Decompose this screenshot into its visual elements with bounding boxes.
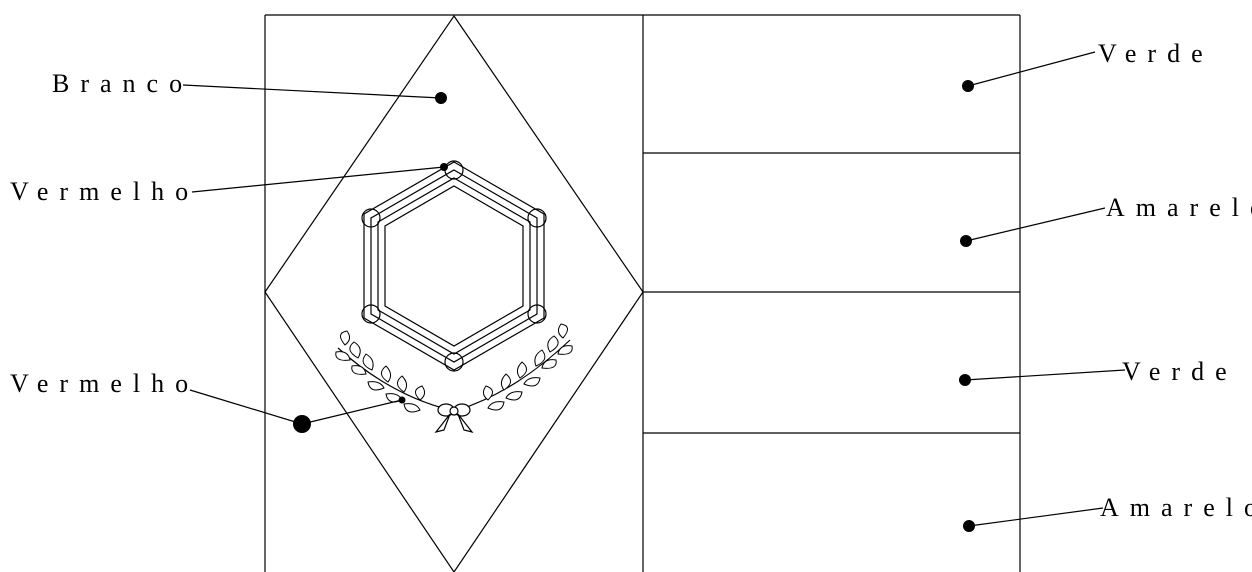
dot-wreath <box>399 397 406 404</box>
label-vermelho-field: Vermelho <box>10 369 199 398</box>
chain-joints <box>362 161 546 371</box>
dot-verde-1 <box>962 80 974 92</box>
dot-verde-2 <box>959 374 971 386</box>
stripe-dividers <box>643 153 1020 433</box>
wreath-bow <box>436 404 472 432</box>
label-verde-1: Verde <box>1098 39 1214 68</box>
dot-red-field <box>293 415 311 433</box>
label-verde-2: Verde <box>1122 357 1238 386</box>
label-amarelo-2: Amarelo <box>1100 493 1252 522</box>
dot-branco <box>435 92 447 104</box>
label-amarelo-1: Amarelo <box>1106 193 1252 222</box>
label-vermelho-chain: Vermelho <box>10 177 199 206</box>
dot-amarelo-2 <box>963 520 975 532</box>
dot-chain <box>440 163 448 171</box>
laurel-wreath <box>336 324 572 432</box>
chain-hexagon <box>362 161 546 371</box>
leader-lines <box>183 52 1125 526</box>
dot-amarelo-1 <box>960 235 972 247</box>
white-diamond <box>265 16 643 572</box>
color-labels: Branco Vermelho Vermelho Verde Amarelo V… <box>10 39 1252 522</box>
label-branco: Branco <box>52 69 193 98</box>
